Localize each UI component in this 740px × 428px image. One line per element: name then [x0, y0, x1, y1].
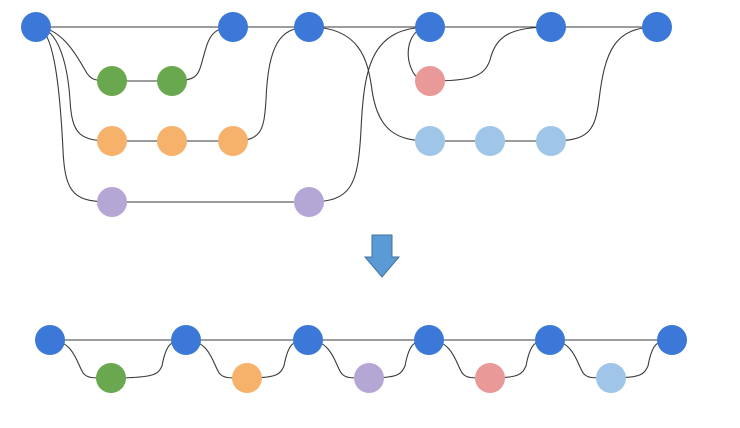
bottom-main-node-5: [535, 325, 565, 355]
green-node-1: [97, 66, 127, 96]
down-arrow-icon: [363, 234, 401, 278]
lightblue-node-3: [536, 126, 566, 156]
bottom-main-node-3: [293, 325, 323, 355]
bottom-main-node-1: [35, 325, 65, 355]
bottom-lightblue-node: [596, 363, 626, 393]
edges-layer: [35, 26, 673, 379]
lightblue-node-1: [415, 126, 445, 156]
main-node-3: [294, 12, 324, 42]
bottom-main-node-2: [171, 325, 201, 355]
main-node-6: [642, 12, 672, 42]
bottom-main-node-6: [657, 325, 687, 355]
green-node-2: [157, 66, 187, 96]
bottom-purple-node: [354, 363, 384, 393]
transform-arrow: [363, 234, 401, 278]
main-node-4: [415, 12, 445, 42]
nodes-layer: [21, 12, 687, 393]
lightblue-node-2: [475, 126, 505, 156]
bottom-green-node: [96, 363, 126, 393]
main-node-1: [21, 12, 51, 42]
orange-node-3: [218, 126, 248, 156]
bottom-red-node: [475, 363, 505, 393]
purple-node-2: [294, 187, 324, 217]
red-node-1: [415, 66, 445, 96]
bottom-main-node-4: [414, 325, 444, 355]
main-node-5: [536, 12, 566, 42]
green-branch-edge: [35, 26, 234, 82]
orange-node-2: [157, 126, 187, 156]
bottom-orange-node: [232, 363, 262, 393]
purple-branch-edge: [35, 26, 431, 203]
main-node-2: [218, 12, 248, 42]
purple-node-1: [97, 187, 127, 217]
orange-node-1: [97, 126, 127, 156]
